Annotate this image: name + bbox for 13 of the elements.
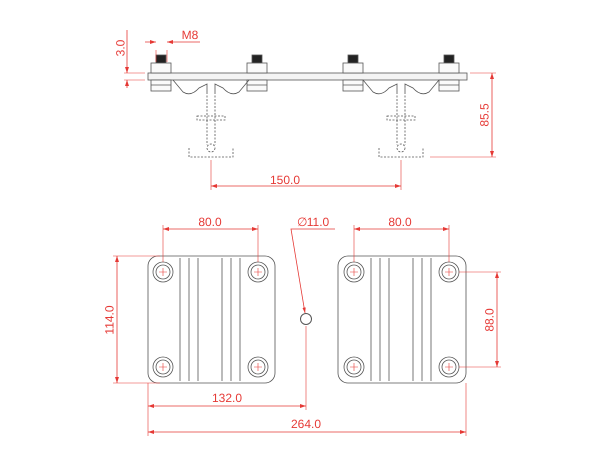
dimension-label: 88.0 xyxy=(484,308,496,332)
dimension-label: 264.0 xyxy=(290,418,322,430)
dimension-label: M8 xyxy=(182,29,198,41)
dimension-label: 150.0 xyxy=(270,174,300,186)
dimension-label: 80.0 xyxy=(198,216,222,228)
dimension-label: 3.0 xyxy=(114,40,126,56)
dimension-label: 132.0 xyxy=(212,392,242,404)
center-hole xyxy=(300,313,312,325)
dimension-label: 80.0 xyxy=(388,216,412,228)
dimension-label: ∅11.0 xyxy=(291,214,335,229)
dimension-label: 85.5 xyxy=(479,103,491,127)
dimension-label: 114.0 xyxy=(104,305,116,335)
leader-line xyxy=(290,228,336,314)
